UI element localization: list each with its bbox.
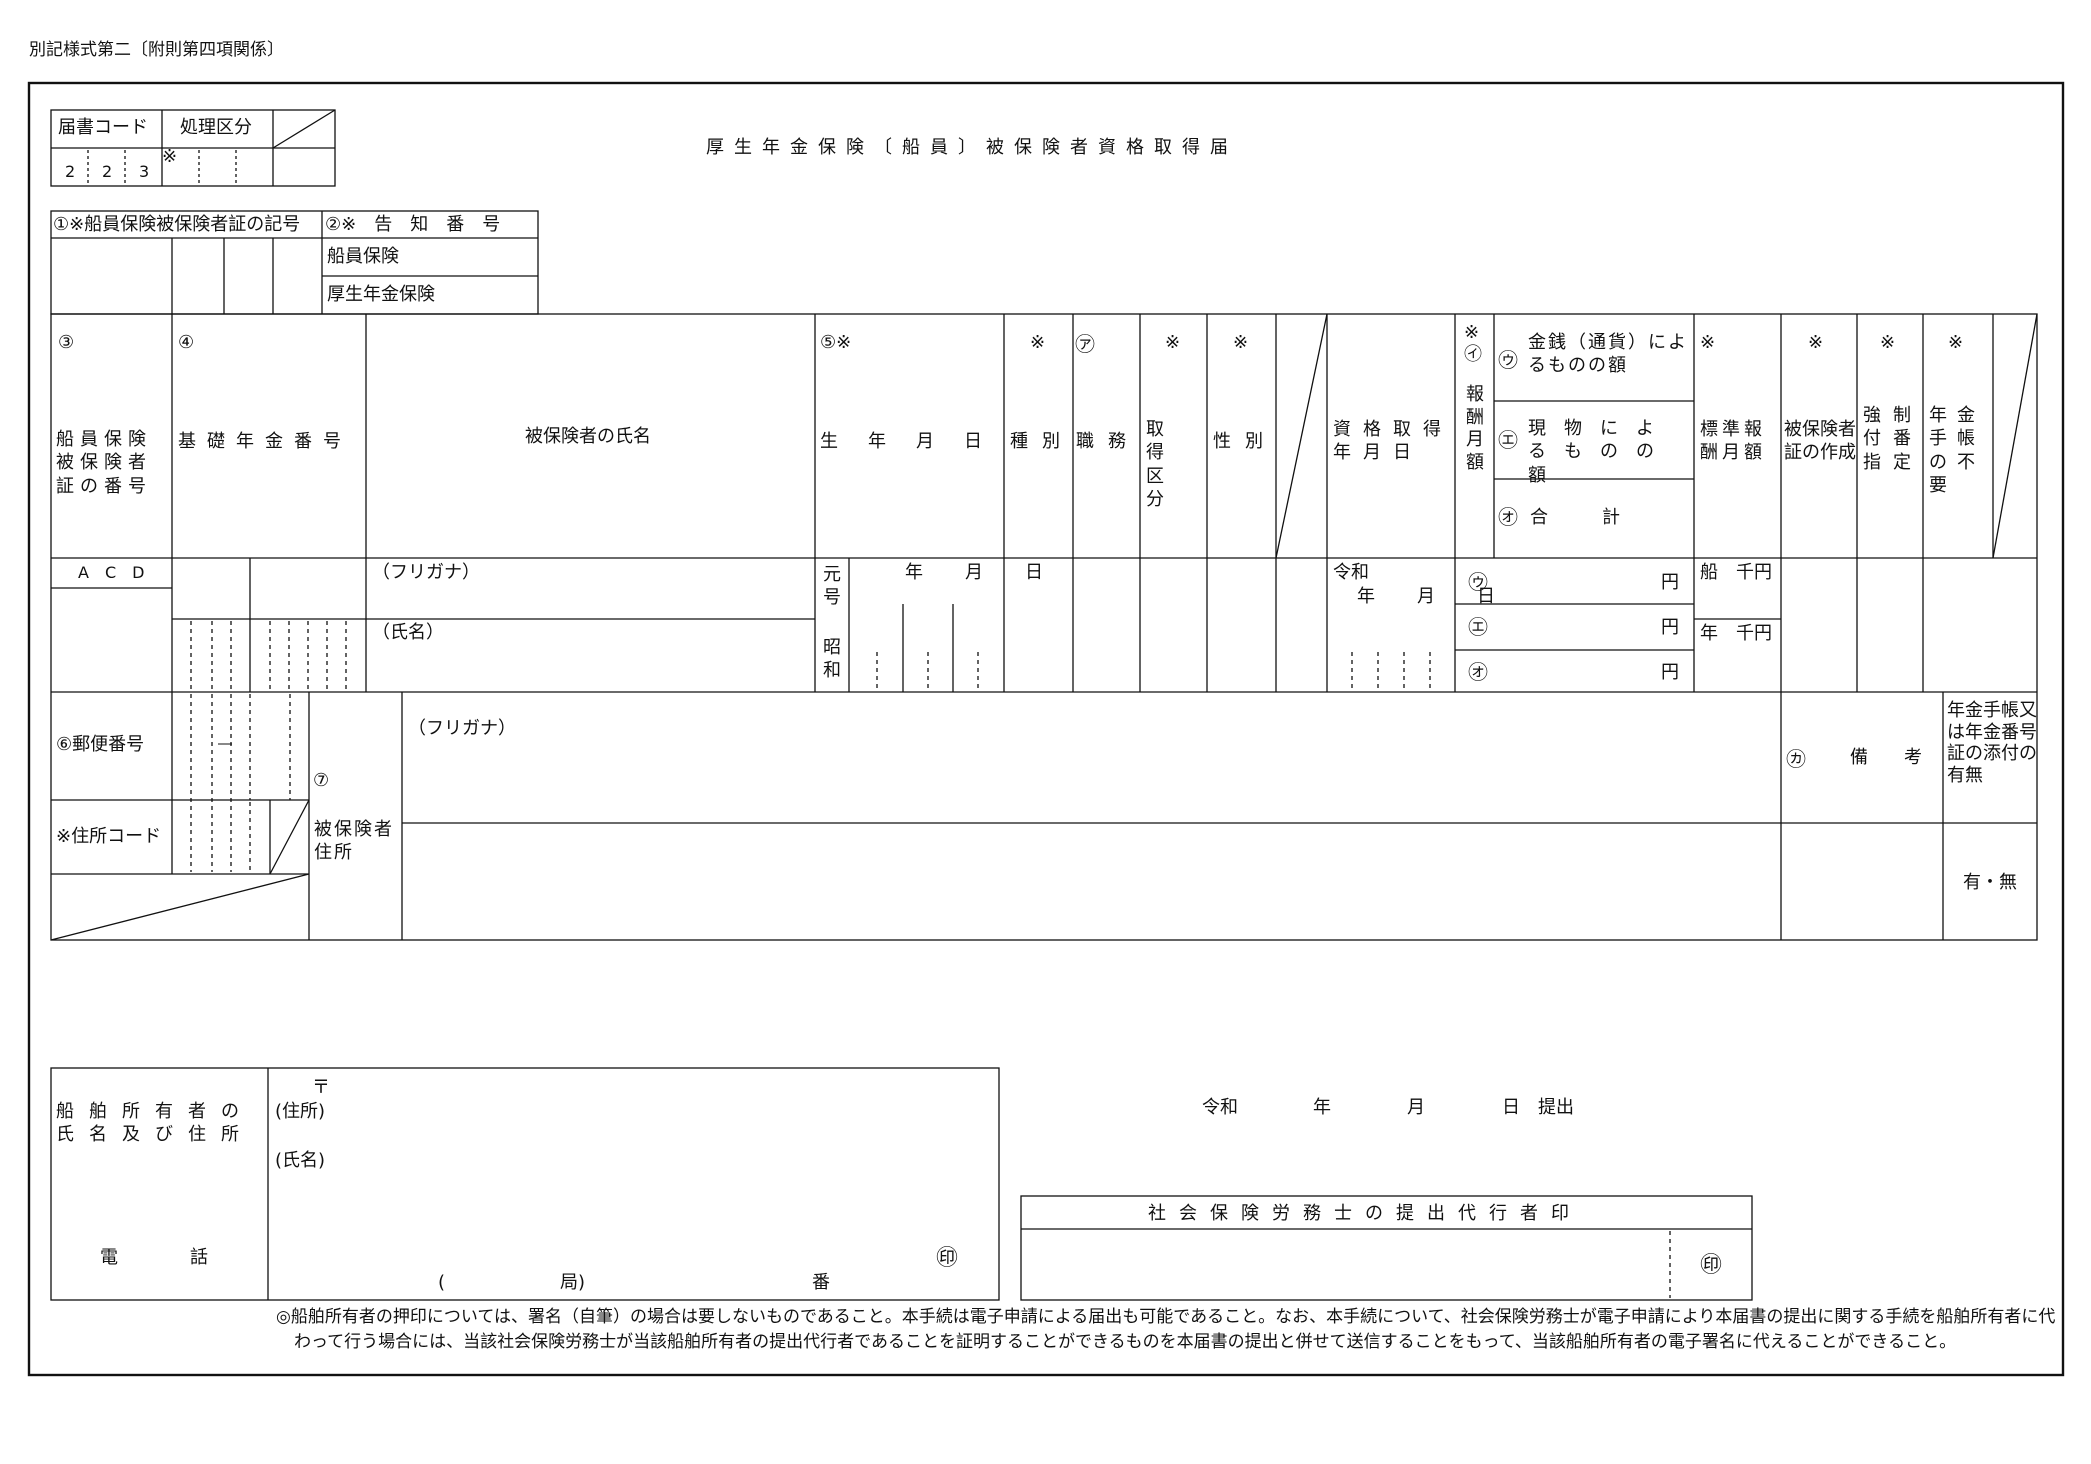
sen-label: 船 bbox=[1700, 562, 1718, 583]
col3-label: 船員保険被保険者証の番号 bbox=[56, 429, 152, 497]
col3-number: ③ bbox=[58, 332, 75, 353]
sex-mark: ※ bbox=[1233, 332, 1249, 353]
yen-u: 円 bbox=[1661, 572, 1679, 593]
code-digit-3: 3 bbox=[139, 162, 150, 181]
attachment-value: 有・無 bbox=[1963, 872, 2017, 893]
form-caption: 別記様式第二〔附則第四項関係〕 bbox=[29, 40, 284, 60]
yen-o: 円 bbox=[1661, 662, 1679, 683]
address-furigana-label: （フリガナ） bbox=[408, 718, 516, 739]
agent-seal-icon: ㊞ bbox=[1700, 1253, 1723, 1278]
forced-mark: ※ bbox=[1880, 332, 1896, 353]
kind-label: 種別 bbox=[1010, 431, 1074, 452]
row-mark-e: ㋓ bbox=[1468, 615, 1488, 639]
owner-label: 船舶所有者の氏名及び住所 bbox=[56, 1101, 254, 1146]
qual-ymd-units: 年 月 日 bbox=[1357, 586, 1507, 607]
notice-number-label: ②※ 告 知 番 号 bbox=[325, 214, 501, 235]
postal-dash: ― bbox=[218, 736, 232, 752]
pension-mark: ※ bbox=[1948, 332, 1964, 353]
tel-kyoku: 局) bbox=[560, 1272, 586, 1293]
card-creation-label: 被保険者証の作成 bbox=[1784, 419, 1856, 464]
agent-label: 社会保険労務士の提出代行者印 bbox=[1148, 1203, 1582, 1224]
submit-year: 年 bbox=[1313, 1097, 1331, 1118]
code-digit-1: 2 bbox=[65, 162, 76, 181]
name-col-label: 被保険者の氏名 bbox=[525, 426, 651, 447]
telephone-label: 電 話 bbox=[100, 1247, 208, 1268]
row-mark-u: ㋒ bbox=[1468, 570, 1488, 594]
welfare-pension-label: 厚生年金保険 bbox=[327, 284, 435, 305]
acquisition-label: 取得区分 bbox=[1146, 419, 1178, 511]
birthdate-label: 生 年 月 日 bbox=[820, 431, 988, 452]
col4-number: ④ bbox=[178, 332, 195, 353]
shimei-label: （氏名） bbox=[372, 622, 444, 643]
card-mark: ※ bbox=[1808, 332, 1824, 353]
showa-label: 昭和 bbox=[823, 637, 841, 681]
form-code-label: 届書コード bbox=[58, 117, 148, 138]
sex-label: 性別 bbox=[1213, 431, 1277, 452]
goods-mark: ㋓ bbox=[1498, 428, 1518, 452]
total-label: 合 計 bbox=[1530, 507, 1620, 528]
job-label: 職務 bbox=[1076, 431, 1140, 452]
forced-number-label: 強制付番指定 bbox=[1863, 405, 1923, 473]
goods-label: 現物によるものの額 bbox=[1528, 418, 1672, 486]
submit-day: 日 bbox=[1502, 1097, 1520, 1118]
pension-book-label: 年金手帳の不要 bbox=[1929, 405, 1985, 497]
standard-mark: ※ bbox=[1700, 332, 1716, 353]
col4-label: 基礎年金番号 bbox=[178, 431, 352, 452]
nen-label: 年 bbox=[1700, 623, 1718, 644]
footnote: ◎船舶所有者の押印については、署名（自筆）の場合は要しないものであること。本手続… bbox=[276, 1307, 2056, 1352]
yen-e: 円 bbox=[1661, 617, 1679, 638]
total-mark: ㋔ bbox=[1498, 505, 1518, 529]
process-mark: ※ bbox=[162, 146, 178, 167]
job-mark: ㋐ bbox=[1075, 332, 1095, 356]
seaman-insurance-label: 船員保険 bbox=[327, 246, 399, 267]
attachment-label: 年金手帳又は年金番号証の添付の有無 bbox=[1947, 700, 2037, 786]
acd-label: A C D bbox=[78, 563, 145, 582]
remuneration-label: 報酬月額 bbox=[1466, 384, 1484, 473]
col7-number: ⑦ bbox=[313, 770, 330, 791]
address-code-label: ※住所コード bbox=[56, 826, 162, 847]
owner-name-label: (氏名) bbox=[275, 1150, 326, 1171]
owner-postal-mark: 〒 bbox=[312, 1077, 330, 1098]
process-label: 処理区分 bbox=[180, 117, 252, 138]
money-mark: ㋒ bbox=[1498, 348, 1518, 372]
money-label: 金銭（通貨）によるものの額 bbox=[1528, 332, 1688, 377]
owner-address-label: (住所) bbox=[275, 1101, 326, 1122]
submit-reiwa: 令和 bbox=[1202, 1097, 1238, 1118]
standard-remuneration-label: 標準報酬月額 bbox=[1700, 419, 1766, 464]
sen-unit: 千円 bbox=[1736, 562, 1772, 583]
qualification-date-label: 資格取得年月日 bbox=[1333, 419, 1453, 464]
submit-month: 月 bbox=[1407, 1097, 1425, 1118]
era-label: 元号 bbox=[823, 564, 841, 608]
furigana-label: （フリガナ） bbox=[372, 562, 480, 583]
owner-seal-icon: ㊞ bbox=[936, 1246, 959, 1271]
submit-label: 提出 bbox=[1538, 1097, 1574, 1118]
insurance-card-symbol-label: ①※船員保険被保険者証の記号 bbox=[53, 214, 301, 235]
row-mark-o: ㋔ bbox=[1468, 660, 1488, 684]
remuneration-mark: ※㋑ bbox=[1464, 322, 1482, 365]
col5-number: ⑤※ bbox=[820, 332, 852, 353]
remarks-label: 備 考 bbox=[1850, 747, 1922, 768]
address-label: 被保険者住所 bbox=[314, 819, 394, 864]
tel-ban: 番 bbox=[812, 1272, 830, 1293]
birth-ymd-units: 年 月 日 bbox=[905, 562, 1055, 583]
tel-paren-open: ( bbox=[438, 1272, 446, 1293]
acquisition-mark: ※ bbox=[1165, 332, 1181, 353]
postal-code-label: ⑥郵便番号 bbox=[56, 734, 145, 755]
form-title: 厚生年金保険〔船員〕被保険者資格取得届 bbox=[706, 137, 1238, 158]
nen-unit: 千円 bbox=[1736, 623, 1772, 644]
remarks-mark: ㋕ bbox=[1786, 747, 1806, 771]
kind-mark: ※ bbox=[1030, 332, 1046, 353]
reiwa-label: 令和 bbox=[1333, 562, 1369, 583]
code-digit-2: 2 bbox=[102, 162, 113, 181]
